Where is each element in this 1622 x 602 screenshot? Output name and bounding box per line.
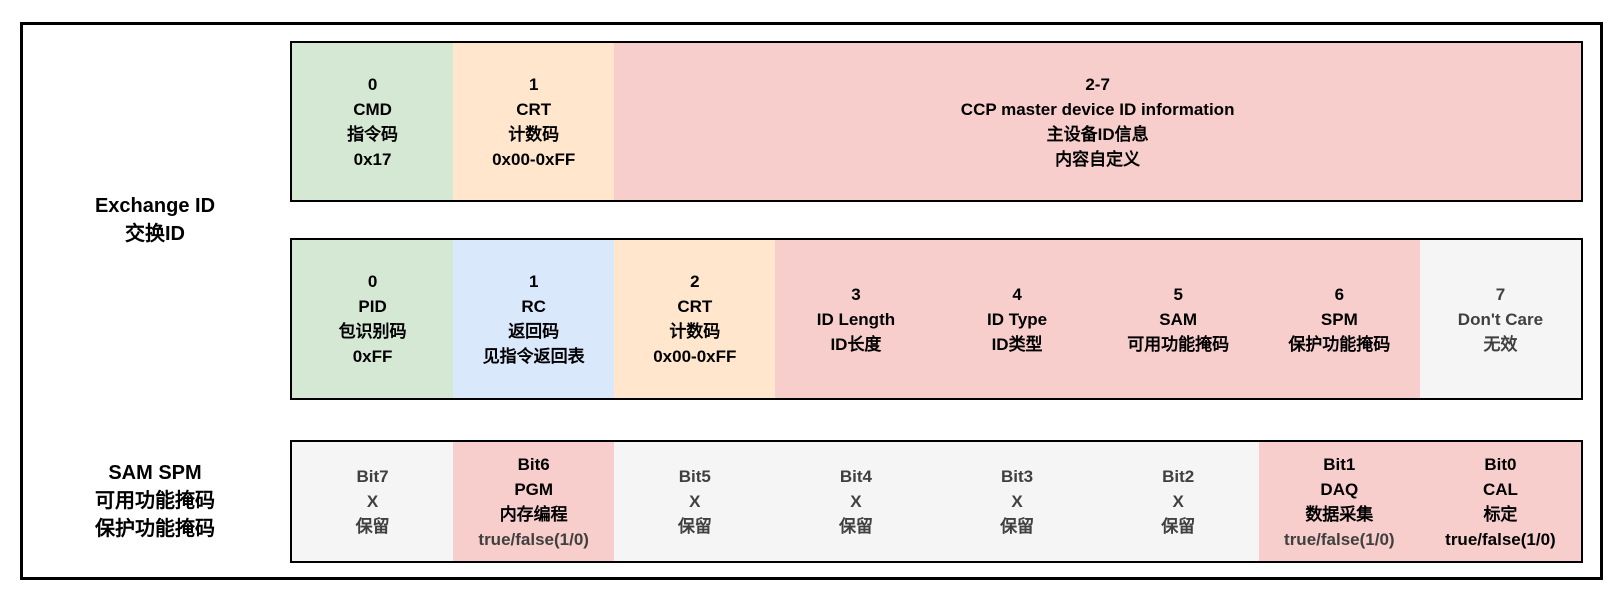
cell-text-line: X <box>366 492 379 511</box>
cell-text-line: Bit5 <box>678 467 711 486</box>
cell-text-line: true/false(1/0) <box>1445 529 1556 549</box>
cell-text-line: 0 <box>367 74 378 94</box>
cell-text-line: Bit2 <box>1162 467 1195 486</box>
cell-text-line: 交换ID <box>125 223 185 245</box>
cell-text-line: 可用功能掩码 <box>1127 334 1230 354</box>
cell-text-line: 数据采集 <box>1305 504 1374 524</box>
cell-text-line: 指令码 <box>347 124 399 144</box>
cell-text-line: CAL <box>1482 479 1518 499</box>
cell-text-line: 0x00-0xFF <box>492 149 576 169</box>
outer-frame <box>20 22 1603 580</box>
cell-text-line: 1 <box>528 272 539 291</box>
cell-text-line: X <box>850 492 862 511</box>
cell-text-line: 标定 <box>1483 504 1518 524</box>
cell-text-line: 0x00-0xFF <box>653 347 737 366</box>
cell-text-line: SAM SPM <box>108 462 202 484</box>
cell-text-line: 无效 <box>1483 334 1518 354</box>
cell-text-line: Bit0 <box>1484 454 1517 474</box>
cell-text-line: 计数码 <box>508 124 560 144</box>
cell-text-line: X <box>1172 492 1184 511</box>
cell-text-line: 保护功能掩码 <box>1288 334 1391 354</box>
cell-text-line: Don't Care <box>1457 309 1544 329</box>
cell-text-line: Exchange ID <box>94 195 216 217</box>
cell-text-line: 保留 <box>838 517 873 536</box>
exchange-id-label: Exchange ID 交换ID <box>20 192 290 248</box>
cell-text-line: 5 <box>1173 284 1183 304</box>
cell-text-line: 1 <box>528 74 539 94</box>
cell-text-line: Bit4 <box>839 467 872 486</box>
sam-spm-label: SAM SPM 可用功能掩码保护功能掩码 <box>20 459 290 543</box>
cell-text-line: 4 <box>1012 284 1022 304</box>
cell-text-line: X <box>689 492 701 511</box>
cell-text-line: 0xFF <box>352 347 393 366</box>
cell-text-line: 保留 <box>677 517 712 536</box>
cell-text-line: true/false(1/0) <box>1284 529 1395 549</box>
cell-text-line: 保留 <box>1000 517 1035 536</box>
cell-text-line: 见指令返回表 <box>482 347 585 366</box>
cell-text-line: 返回码 <box>508 322 560 341</box>
cell-text-line: CRT <box>516 99 552 119</box>
cell-text-line: SPM <box>1320 309 1358 329</box>
cell-text-line: 3 <box>851 284 861 304</box>
cell-text-line: SAM <box>1159 309 1198 329</box>
cell-text-line: Bit7 <box>356 467 389 486</box>
cell-text-line: 保护功能掩码 <box>95 518 215 540</box>
cell-text-line: 主设备ID信息 <box>1046 124 1149 144</box>
cell-text-line: CCP master device ID information <box>960 99 1235 119</box>
cell-text-line: CRT <box>677 297 713 316</box>
cell-text-line: PID <box>358 297 387 316</box>
cell-text-line: 保留 <box>355 517 390 536</box>
cell-text-line: PGM <box>514 479 554 499</box>
cell-text-line: 6 <box>1334 284 1345 304</box>
cell-text-line: ID类型 <box>991 334 1043 354</box>
cell-text-line: DAQ <box>1320 479 1359 499</box>
cell-text-line: Bit6 <box>517 454 550 474</box>
cell-text-line: 0x17 <box>353 149 392 169</box>
cell-text-line: 内容自定义 <box>1055 149 1141 169</box>
cell-text-line: 保留 <box>1161 517 1196 536</box>
cell-text-line: 计数码 <box>669 322 721 341</box>
cell-text-line: 2 <box>690 272 700 291</box>
cell-text-line: ID Length <box>816 309 896 329</box>
cell-text-line: RC <box>521 297 546 316</box>
cell-text-line: 包识别码 <box>338 322 407 341</box>
cell-text-line: 可用功能掩码 <box>95 490 215 512</box>
cell-text-line: 0 <box>367 272 378 291</box>
cell-text-line: ID Type <box>986 309 1048 329</box>
cell-text-line: Bit1 <box>1323 454 1356 474</box>
cell-text-line: X <box>1011 492 1023 511</box>
cell-text-line: 2-7 <box>1085 74 1110 94</box>
cell-text-line: true/false(1/0) <box>478 529 589 549</box>
cell-text-line: Bit3 <box>1001 467 1034 486</box>
cell-text-line: CMD <box>353 99 392 119</box>
cell-text-line: ID长度 <box>830 334 882 354</box>
cell-text-line: 7 <box>1495 284 1506 304</box>
cell-text-line: 内存编程 <box>499 504 568 524</box>
